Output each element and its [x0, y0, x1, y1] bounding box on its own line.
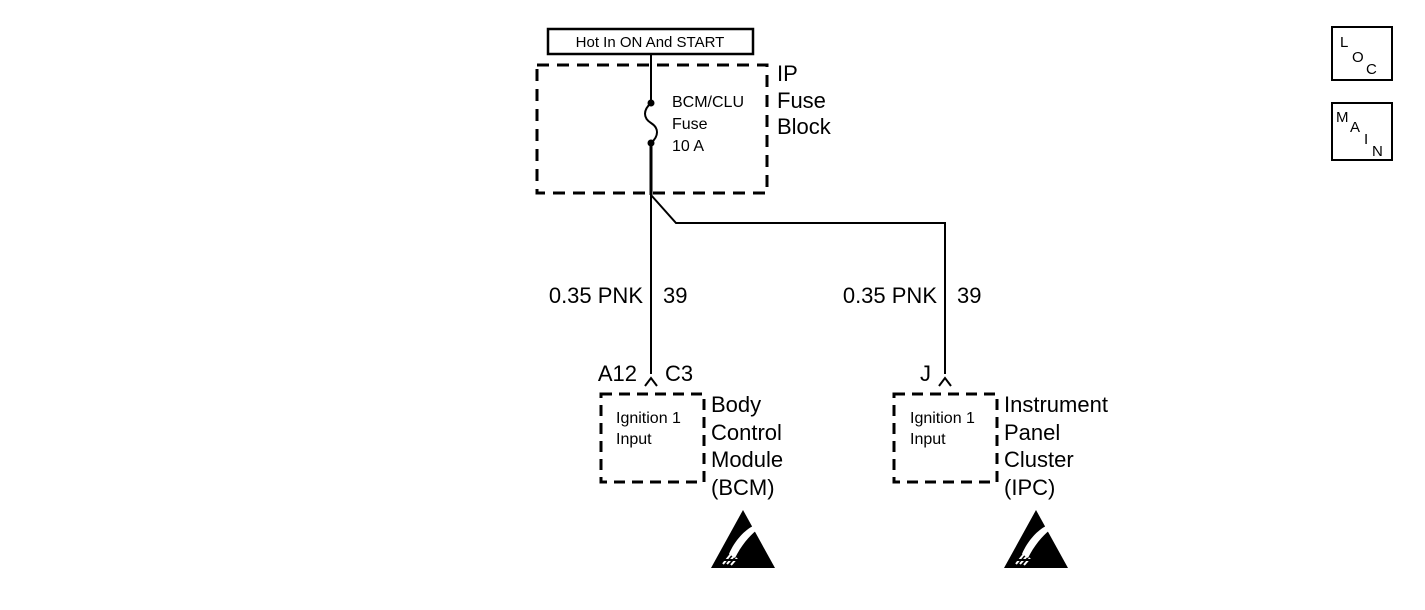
- loc-button[interactable]: L O C: [1331, 26, 1393, 81]
- bcm-module-outline: [599, 392, 706, 484]
- main-letter-m: M: [1336, 109, 1349, 126]
- ipc-module-outline: [892, 392, 999, 484]
- power-source-label: Hot In ON And START: [546, 27, 755, 56]
- main-letter-a: A: [1350, 119, 1360, 136]
- wire-bcm-circuit: 39: [663, 283, 687, 308]
- ipc-module-name: Instrument Panel Cluster (IPC): [1004, 392, 1114, 500]
- wire-bcm-gauge-color: 0.35 PNK: [549, 283, 643, 308]
- loc-letter-c: C: [1366, 61, 1377, 78]
- bcm-module-name: Body Control Module (BCM): [711, 392, 789, 500]
- loc-letter-o: O: [1352, 49, 1364, 66]
- wire-to-ipc: [650, 194, 946, 374]
- wire-ipc-gauge-color: 0.35 PNK: [843, 283, 937, 308]
- main-button[interactable]: M A I N: [1331, 102, 1393, 161]
- wire-ipc-circuit: 39: [957, 283, 981, 308]
- bcm-connector-label: A12: [598, 361, 637, 386]
- main-letter-n: N: [1372, 143, 1383, 160]
- ipc-input-label: Ignition 1 Input: [910, 410, 979, 448]
- power-source-text: Hot In ON And START: [576, 34, 725, 51]
- fuse-icon: [644, 102, 658, 144]
- fuse-label: BCM/CLU Fuse 10 A: [672, 94, 748, 155]
- loc-letter-l: L: [1340, 34, 1348, 51]
- bcm-input-label: Ignition 1 Input: [616, 410, 685, 448]
- bcm-connector-icon: [644, 376, 658, 387]
- esd-sensitive-icon: [711, 510, 775, 568]
- ipc-connector-icon: [938, 376, 952, 387]
- main-letter-i: I: [1364, 131, 1368, 148]
- fuse-block-name: IP Fuse Block: [777, 61, 832, 139]
- bcm-pin-label: C3: [665, 361, 693, 386]
- ipc-pin-label: J: [920, 361, 931, 386]
- esd-sensitive-icon: [1004, 510, 1068, 568]
- fuse-block-outline: [535, 63, 769, 195]
